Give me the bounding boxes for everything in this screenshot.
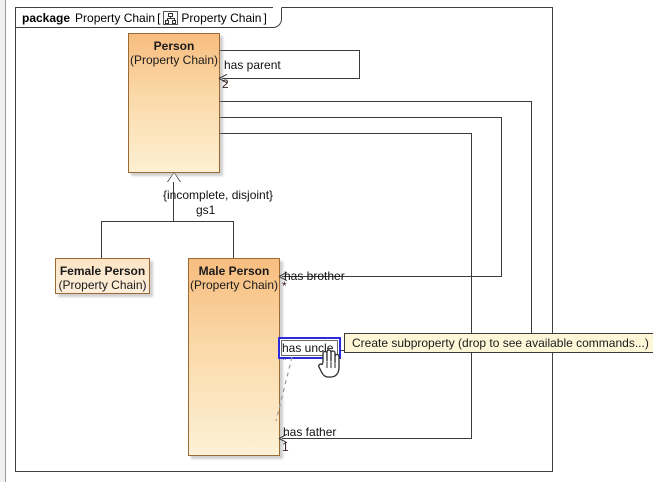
connector-has-uncle-top [220,101,532,102]
generalization-constraint: {incomplete, disjoint} [163,188,274,202]
generalization-arrow [168,173,180,182]
edge-label-has-uncle[interactable]: has uncle [282,341,334,355]
connector-has-father-right [471,133,472,438]
connector-has-brother-top [220,117,502,118]
class-qualifier-female-person: (Property Chain) [58,278,147,292]
edge-label-has-father: has father [283,425,337,439]
diagram-name: Property Chain [181,10,262,25]
connector-has-uncle-right [531,101,532,350]
connector-has-parent-right [359,50,360,79]
edge-multiplicity-has-father: 1 [282,440,289,454]
class-name-female-person: Female Person [59,264,146,278]
package-keyword: package [22,10,71,25]
hierarchy-diagram-icon [163,10,179,25]
generalization-crossbar [101,221,234,222]
package-frame [15,7,553,472]
tooltip-create-subproperty: Create subproperty (drop to see availabl… [344,333,653,353]
edge-multiplicity-has-parent: 2 [222,77,229,91]
class-qualifier-person: (Property Chain) [129,53,219,67]
class-name-male-person: Male Person [198,264,270,278]
class-box-female-person[interactable]: Female Person (Property Chain) [55,258,150,294]
edge-label-has-brother: has brother [284,269,345,283]
class-qualifier-male-person: (Property Chain) [189,278,279,292]
connector-has-brother-bottom [282,276,502,277]
class-name-person: Person [153,39,195,53]
generalization-stem [173,182,174,222]
connector-has-parent-bottom [222,78,360,79]
package-header-tab: package Property Chain [ Property Chain … [15,7,282,28]
generalization-set-name: gs1 [196,203,216,217]
connector-has-father-bottom [282,438,472,439]
edge-label-has-parent: has parent [224,58,281,72]
connector-has-brother-right [501,117,502,276]
bracket-close: ] [263,10,267,25]
class-box-person[interactable]: Person (Property Chain) [128,33,220,173]
connector-has-parent-top [220,50,360,51]
generalization-branch-male [233,221,234,258]
bracket-open: [ [157,10,161,25]
edge-multiplicity-has-brother: * [282,279,287,293]
class-box-male-person[interactable]: Male Person (Property Chain) [188,258,280,456]
package-name: Property Chain [75,10,156,25]
generalization-branch-female [101,221,102,258]
connector-has-father-top [220,133,472,134]
editor-gutter [0,0,6,482]
